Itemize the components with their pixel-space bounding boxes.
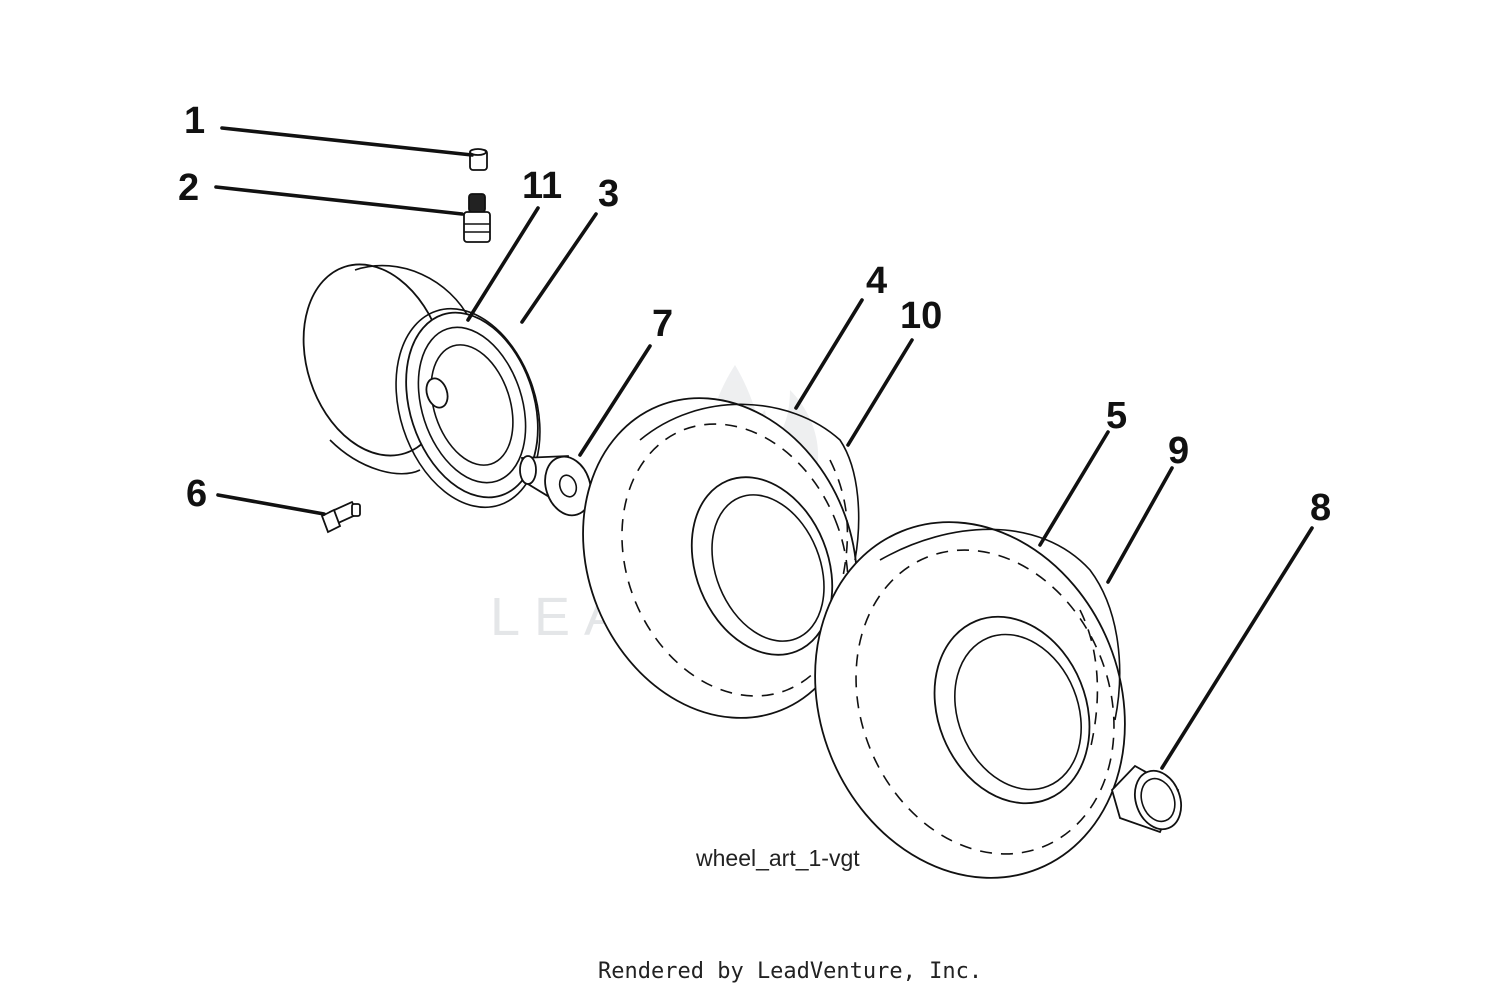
callout-11: 11 bbox=[522, 165, 562, 207]
part-11-wheel-rim bbox=[302, 263, 539, 499]
part-9-tire-valve-area bbox=[1079, 609, 1099, 751]
part-2-valve-stem bbox=[463, 193, 491, 243]
leader-6 bbox=[216, 493, 326, 516]
leader-7 bbox=[578, 344, 652, 457]
render-credit: Rendered by LeadVenture, Inc. bbox=[598, 959, 982, 984]
leader-11 bbox=[466, 206, 540, 322]
callout-8: 8 bbox=[1310, 487, 1331, 529]
part-1-cap bbox=[469, 148, 488, 171]
part-8-hub-cap bbox=[1110, 764, 1182, 834]
part-7-bushing bbox=[519, 455, 592, 517]
part-3-rim-ring bbox=[395, 307, 541, 509]
callout-5: 5 bbox=[1106, 395, 1127, 437]
leader-10 bbox=[846, 338, 914, 447]
callout-7: 7 bbox=[652, 303, 673, 345]
leader-9 bbox=[1106, 466, 1174, 584]
callout-9: 9 bbox=[1168, 430, 1189, 472]
leader-lines bbox=[214, 126, 1314, 770]
leader-8 bbox=[1160, 526, 1314, 770]
callout-6: 6 bbox=[186, 473, 207, 515]
callout-3: 3 bbox=[598, 173, 619, 215]
art-file-name: wheel_art_1-vgt bbox=[695, 845, 860, 871]
callout-4: 4 bbox=[866, 260, 887, 302]
leader-1 bbox=[220, 126, 474, 157]
part-6-bolt bbox=[320, 500, 361, 534]
leader-5 bbox=[1038, 430, 1110, 547]
part-5-tire bbox=[814, 521, 1126, 879]
part-4-tire bbox=[582, 397, 860, 719]
leader-2 bbox=[214, 185, 464, 216]
callout-1: 1 bbox=[184, 100, 205, 142]
callout-labels: 1 2 11 3 4 10 7 6 5 9 8 bbox=[178, 100, 1331, 529]
callout-10: 10 bbox=[900, 295, 942, 337]
leader-4 bbox=[794, 298, 864, 410]
callout-2: 2 bbox=[178, 167, 199, 209]
leader-3 bbox=[520, 212, 598, 324]
part-10-tire-valve-area bbox=[829, 459, 849, 591]
